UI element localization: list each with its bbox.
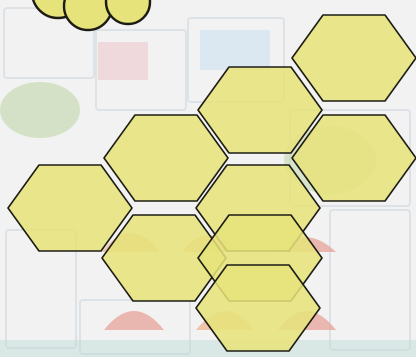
tree-left — [0, 82, 80, 138]
hex-tile-r0-c4[interactable] — [292, 15, 416, 101]
corner-blob-lobe-2 — [64, 0, 112, 30]
corner-blob-lobe-3 — [106, 0, 150, 24]
corner-blob — [32, 0, 150, 30]
mushroom-4 — [104, 311, 164, 330]
pink-panel — [98, 42, 148, 80]
blue-panel — [200, 30, 270, 70]
hex-tile-r3-c0[interactable] — [8, 165, 132, 251]
teal-stripe — [0, 340, 416, 357]
